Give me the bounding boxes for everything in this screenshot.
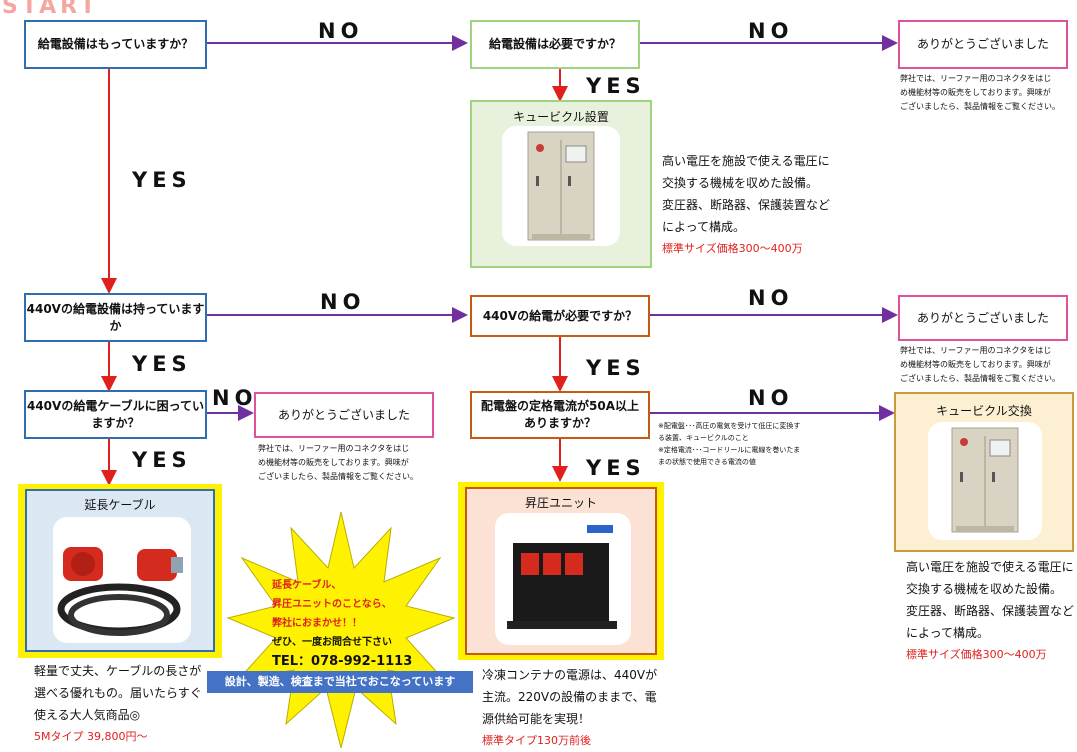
cubicle-swap-image xyxy=(928,422,1042,540)
question-need-power-supply: 給電設備は必要ですか？ xyxy=(470,20,640,69)
thanks-note-1: 弊社では、リーファー用のコネクタをはじめ機能材等の販売をしております。興味がござ… xyxy=(900,74,1060,111)
cubicle-swap-description: 高い電圧を施設で使える電圧に交換する機械を収めた設備。変圧器、断路器、保護装置な… xyxy=(906,560,1075,661)
extension-cable-description: 軽量で丈夫、ケーブルの長さが選べる優れもの。届いたらすぐ使える大人気商品◎ 5M… xyxy=(34,664,202,743)
cubicle-swap-panel: キュービクル交換 xyxy=(894,392,1074,552)
start-label: START xyxy=(2,0,100,19)
extension-cable-panel: 延長ケーブル xyxy=(18,484,222,658)
cubicle-install-title: キュービクル設置 xyxy=(513,110,609,124)
thanks-note-3: 弊社では、リーファー用のコネクタをはじめ機能材等の販売をしております。興味がござ… xyxy=(258,444,418,481)
thanks-box-2: ありがとうございました xyxy=(898,295,1068,341)
booster-unit-description: 冷凍コンテナの電源は、440Vが主流。220Vの設備のままで、電源供給可能を実現… xyxy=(482,668,658,747)
phone-number: TEL：078-992-1113 xyxy=(272,654,413,669)
thanks-box-3: ありがとうございました xyxy=(254,392,434,438)
cubicle-install-panel: キュービクル設置 xyxy=(470,100,652,268)
yes-label: YES xyxy=(586,74,646,98)
yes-label: YES xyxy=(586,456,646,480)
cubicle-swap-title: キュービクル交換 xyxy=(936,404,1032,418)
booster-unit-panel: 昇圧ユニット xyxy=(458,482,664,660)
thanks-box-1: ありがとうございました xyxy=(898,20,1068,69)
extension-cable-title: 延長ケーブル xyxy=(84,498,156,512)
no-label: NO xyxy=(748,286,794,310)
yes-label: YES xyxy=(586,356,646,380)
extension-cable-image xyxy=(53,517,191,643)
company-banner: 設計、製造、検査まで当社でおこなっています xyxy=(207,671,473,693)
cubicle-install-description: 高い電圧を施設で使える電圧に交換する機械を収めた設備。変圧器、断路器、保護装置な… xyxy=(662,154,831,255)
no-label: NO xyxy=(320,290,366,314)
no-label: NO xyxy=(748,19,794,43)
no-label: NO xyxy=(212,386,258,410)
thanks-note-2: 弊社では、リーファー用のコネクタをはじめ機能材等の販売をしております。興味がござ… xyxy=(900,346,1060,383)
contact-callout: 延長ケーブル、 昇圧ユニットのことなら、 弊社におまかせ！！ ぜひ、一度お問合せ… xyxy=(272,576,447,671)
booster-unit-image xyxy=(495,513,631,645)
question-440v-cable-trouble: 440Vの給電ケーブルに困っていますか？ xyxy=(24,390,207,439)
question-has-440v-supply: 440Vの給電設備は持っていますか xyxy=(24,293,207,342)
yes-label: YES xyxy=(132,448,192,472)
cubicle-image xyxy=(502,126,620,246)
glossary-note: ※配電盤･･･高圧の電気を受けて低圧に変換する装置、キュービクルのこと※定格電流… xyxy=(658,422,801,466)
question-rated-current-50a: 配電盤の定格電流が50A以上ありますか？ xyxy=(470,391,650,439)
no-label: NO xyxy=(748,386,794,410)
booster-unit-title: 昇圧ユニット xyxy=(524,496,597,510)
yes-label: YES xyxy=(132,352,192,376)
yes-label: YES xyxy=(132,168,192,192)
question-need-440v: 440Vの給電が必要ですか？ xyxy=(470,295,650,337)
question-has-power-supply: 給電設備はもっていますか？ xyxy=(24,20,207,69)
no-label: NO xyxy=(318,19,364,43)
